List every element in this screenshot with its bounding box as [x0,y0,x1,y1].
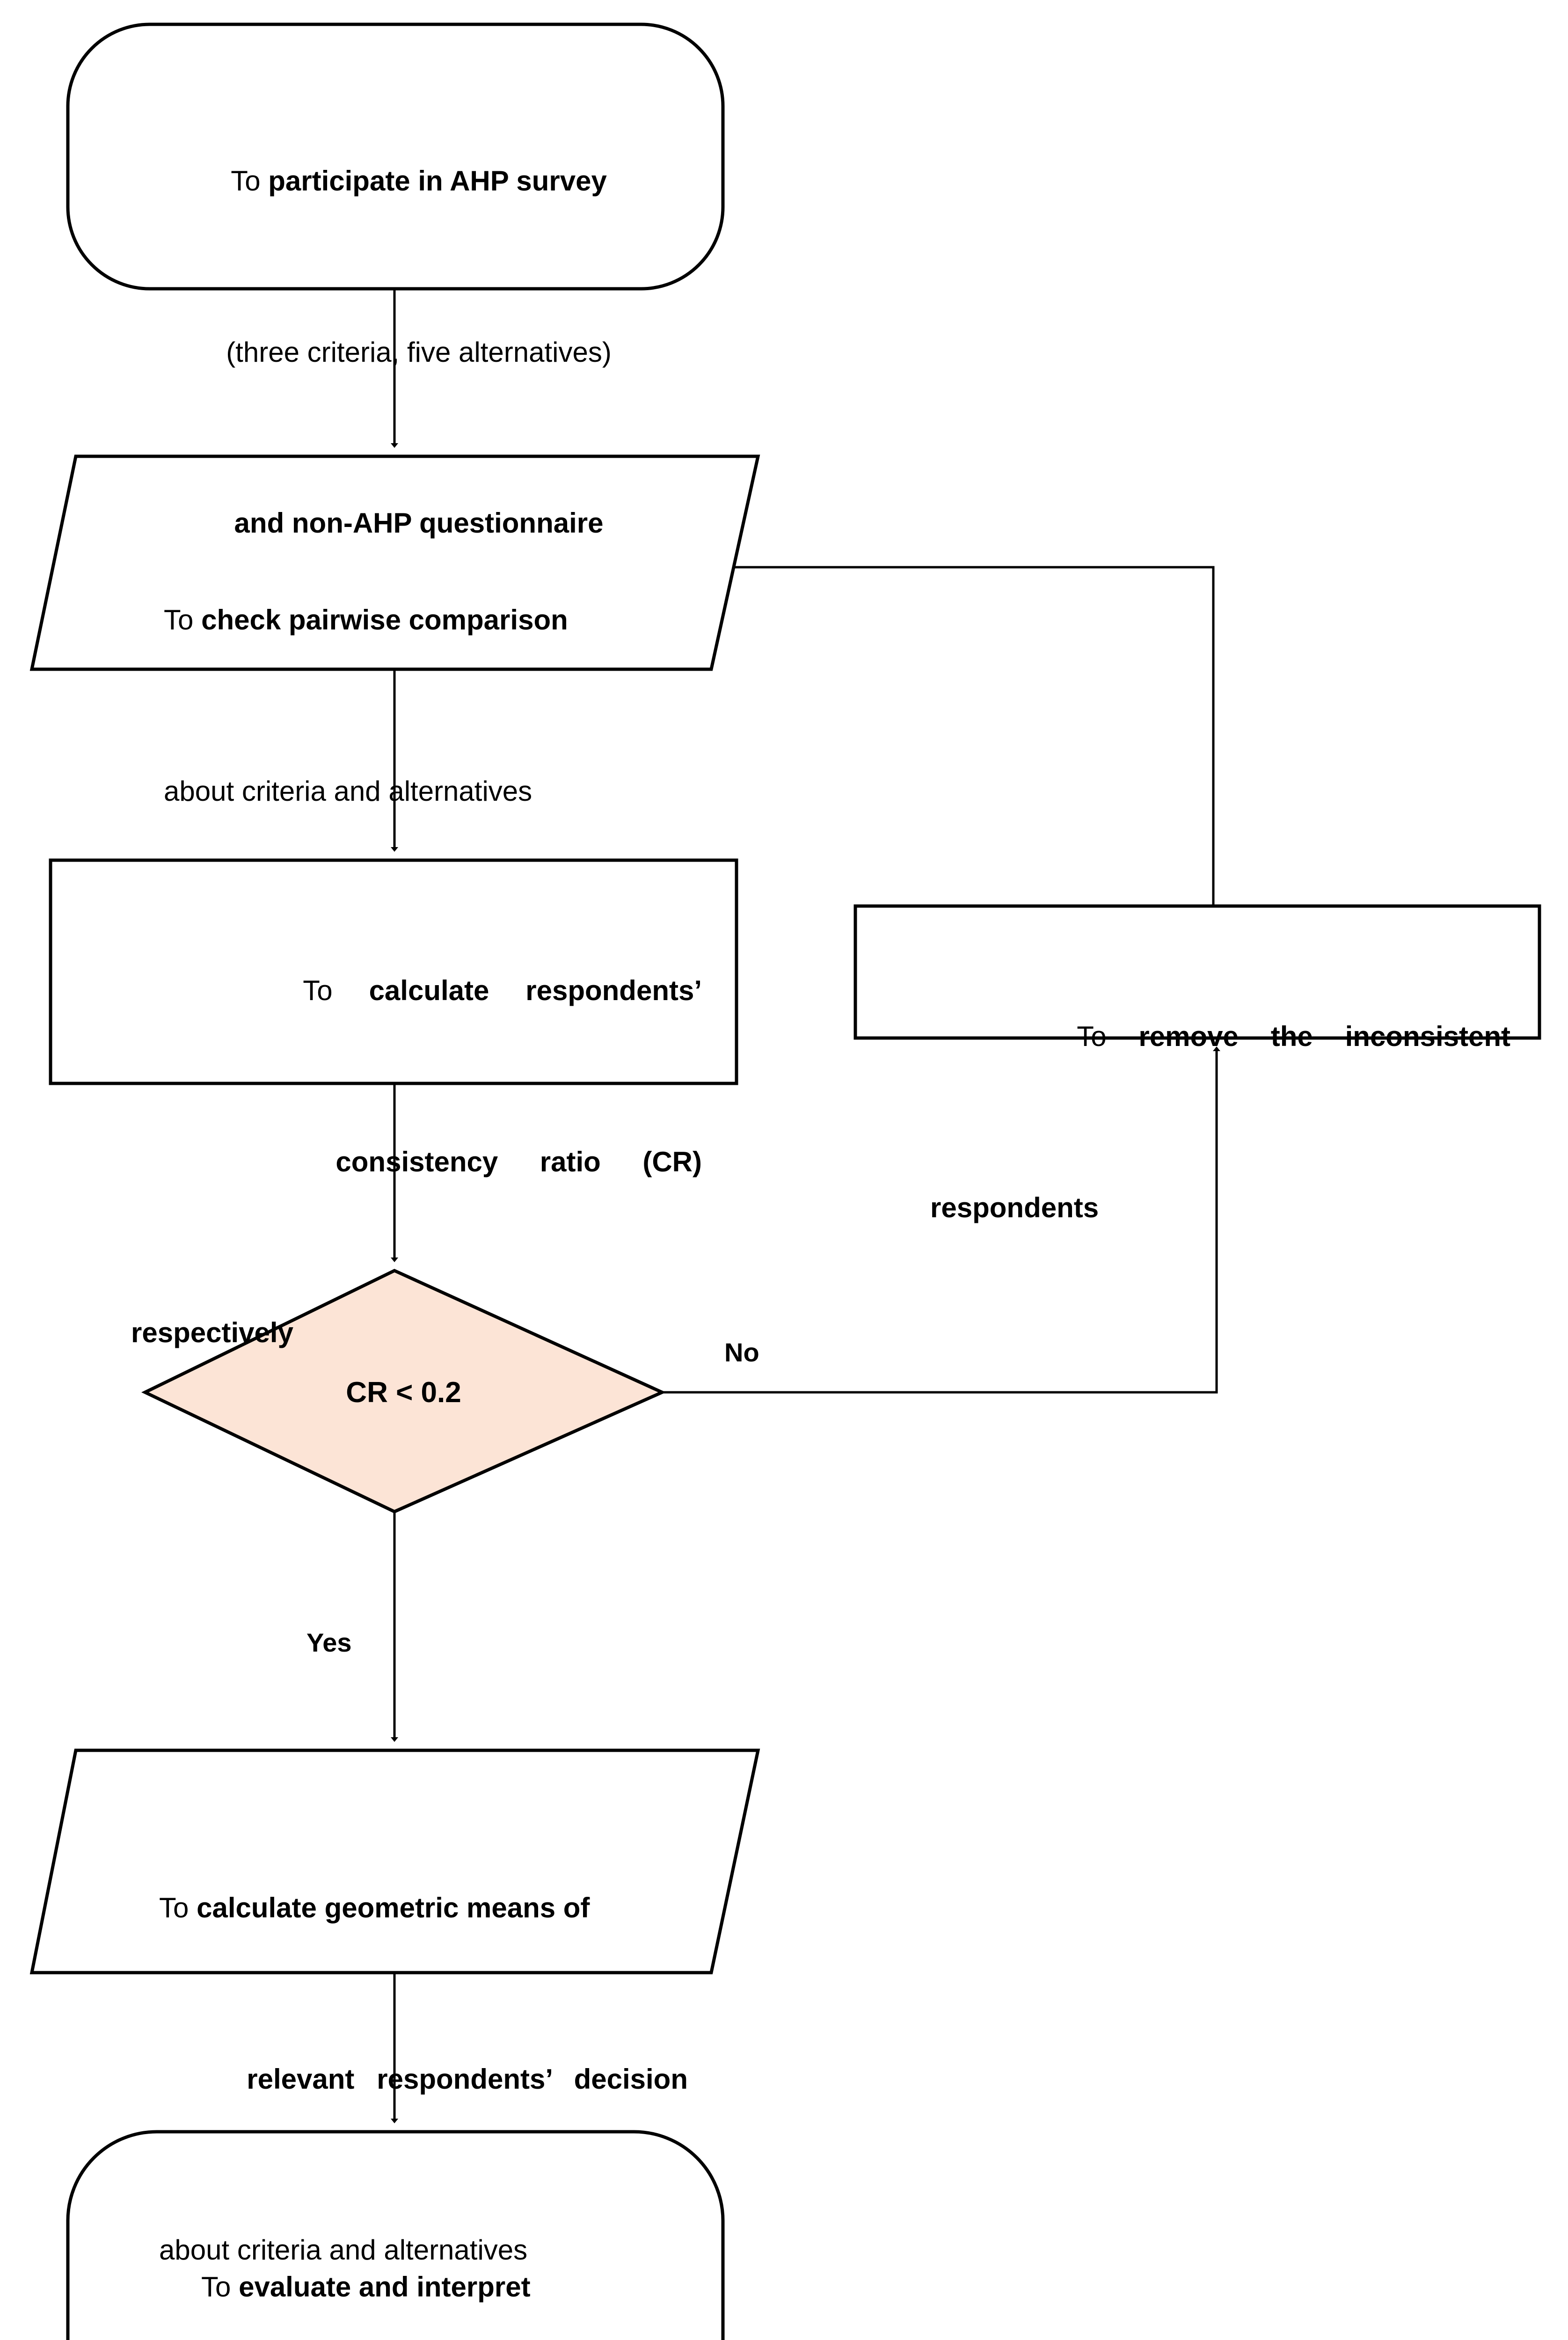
edge-label-no: No [724,1338,759,1367]
node-shape-calculate-cr[interactable] [49,858,738,1085]
node-shape-remove-respondents[interactable] [853,904,1541,1040]
node-shape-start[interactable] [66,22,725,291]
connector-remove-to-check [713,563,1215,906]
node-shape-check[interactable] [29,454,760,671]
edge-label-yes: Yes [306,1628,352,1657]
node-label-decision: CR < 0.2 [346,1376,461,1409]
node-shape-geometric-means[interactable] [29,1748,760,1974]
node-shape-evaluate[interactable] [66,2130,725,2340]
connector-decision-no-to-remove [662,1046,1220,1394]
node-shape-decision[interactable] [141,1269,666,1514]
